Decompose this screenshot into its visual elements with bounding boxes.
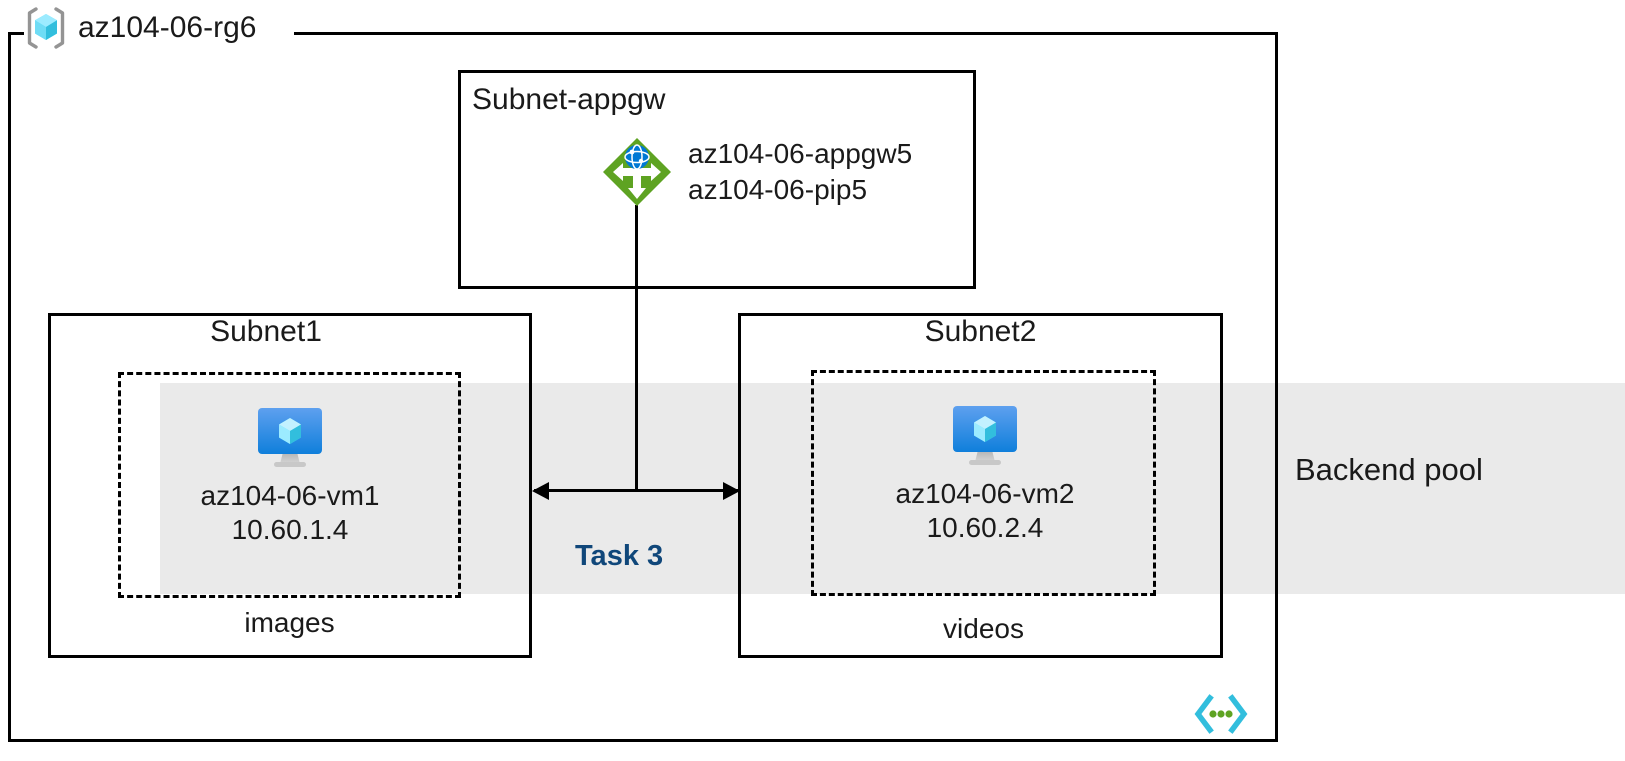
- vm2-labels: az104-06-vm2 10.60.2.4: [855, 477, 1115, 545]
- subnet-appgw-box: [458, 70, 976, 289]
- subnet1-footer-label: images: [244, 607, 335, 638]
- vm1-name: az104-06-vm1: [200, 480, 380, 511]
- subnet-connector-line: [534, 489, 738, 492]
- subnet1-inner-dashed-box: [118, 372, 461, 598]
- task-3-label: Task 3: [575, 540, 664, 572]
- vm1-labels: az104-06-vm1 10.60.1.4: [160, 479, 420, 547]
- subnet2-inner-dashed-box: [811, 370, 1156, 596]
- appgw-resource-name: az104-06-appgw5: [688, 138, 913, 170]
- appgw-connector-line: [635, 205, 638, 492]
- application-gateway-node: az104-06-appgw5 az104-06-pip5: [600, 135, 912, 209]
- backend-pool-band: [160, 383, 1625, 594]
- virtual-network-icon: [1192, 694, 1250, 734]
- resource-group-header: az104-06-rg6: [24, 2, 256, 54]
- resource-group-name: az104-06-rg6: [78, 11, 257, 44]
- backend-pool-label: Backend pool: [1295, 452, 1483, 487]
- application-gateway-icon: [600, 135, 674, 209]
- subnet-appgw-title: Subnet-appgw: [472, 83, 666, 116]
- appgw-public-ip-name: az104-06-pip5: [688, 174, 868, 205]
- subnet1-title: Subnet1: [210, 315, 322, 348]
- resource-group-cube-icon: [24, 6, 68, 50]
- virtual-machine-icon: [248, 408, 332, 478]
- vm1-node: az104-06-vm1 10.60.1.4: [160, 400, 420, 547]
- connector-arrow-right: [723, 482, 740, 500]
- subnet2-title: Subnet2: [924, 315, 1037, 348]
- vm2-name: az104-06-vm2: [895, 478, 1075, 509]
- vm1-ip: 10.60.1.4: [231, 514, 349, 546]
- subnet1-box: [48, 313, 532, 658]
- resource-group-boundary: [8, 32, 1278, 742]
- subnet2-footer-label: videos: [943, 613, 1024, 644]
- connector-arrow-left: [532, 482, 549, 500]
- virtual-machine-icon: [943, 406, 1027, 476]
- application-gateway-labels: az104-06-appgw5 az104-06-pip5: [688, 136, 912, 208]
- resource-group-label-notch: [24, 22, 294, 44]
- vm2-ip: 10.60.2.4: [926, 512, 1044, 544]
- vm2-node: az104-06-vm2 10.60.2.4: [855, 398, 1115, 545]
